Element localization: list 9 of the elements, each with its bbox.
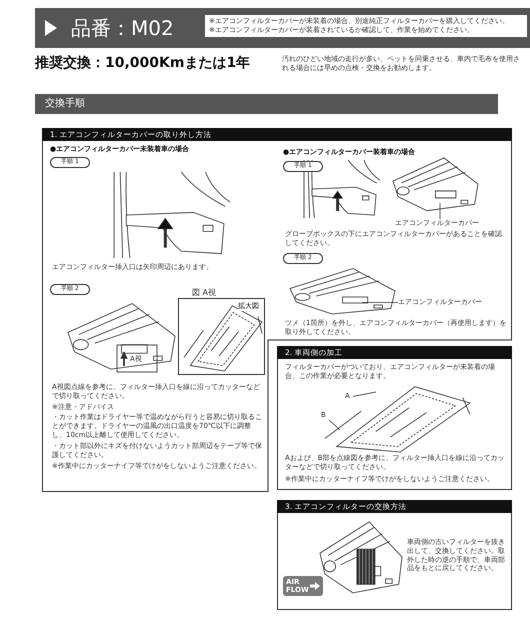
- air-flow-badge: [283, 576, 323, 596]
- recommended-interval: 推奨交換：10,000Kmまたは1年: [35, 55, 252, 72]
- leader-line: [352, 392, 376, 397]
- leader-line: [362, 302, 398, 303]
- section-panel: [277, 500, 512, 610]
- leader-line: [328, 420, 340, 430]
- section-panel: [277, 346, 512, 490]
- section-heading-bar: 交換手順: [35, 94, 498, 114]
- view-heading: 図 A視: [192, 287, 216, 298]
